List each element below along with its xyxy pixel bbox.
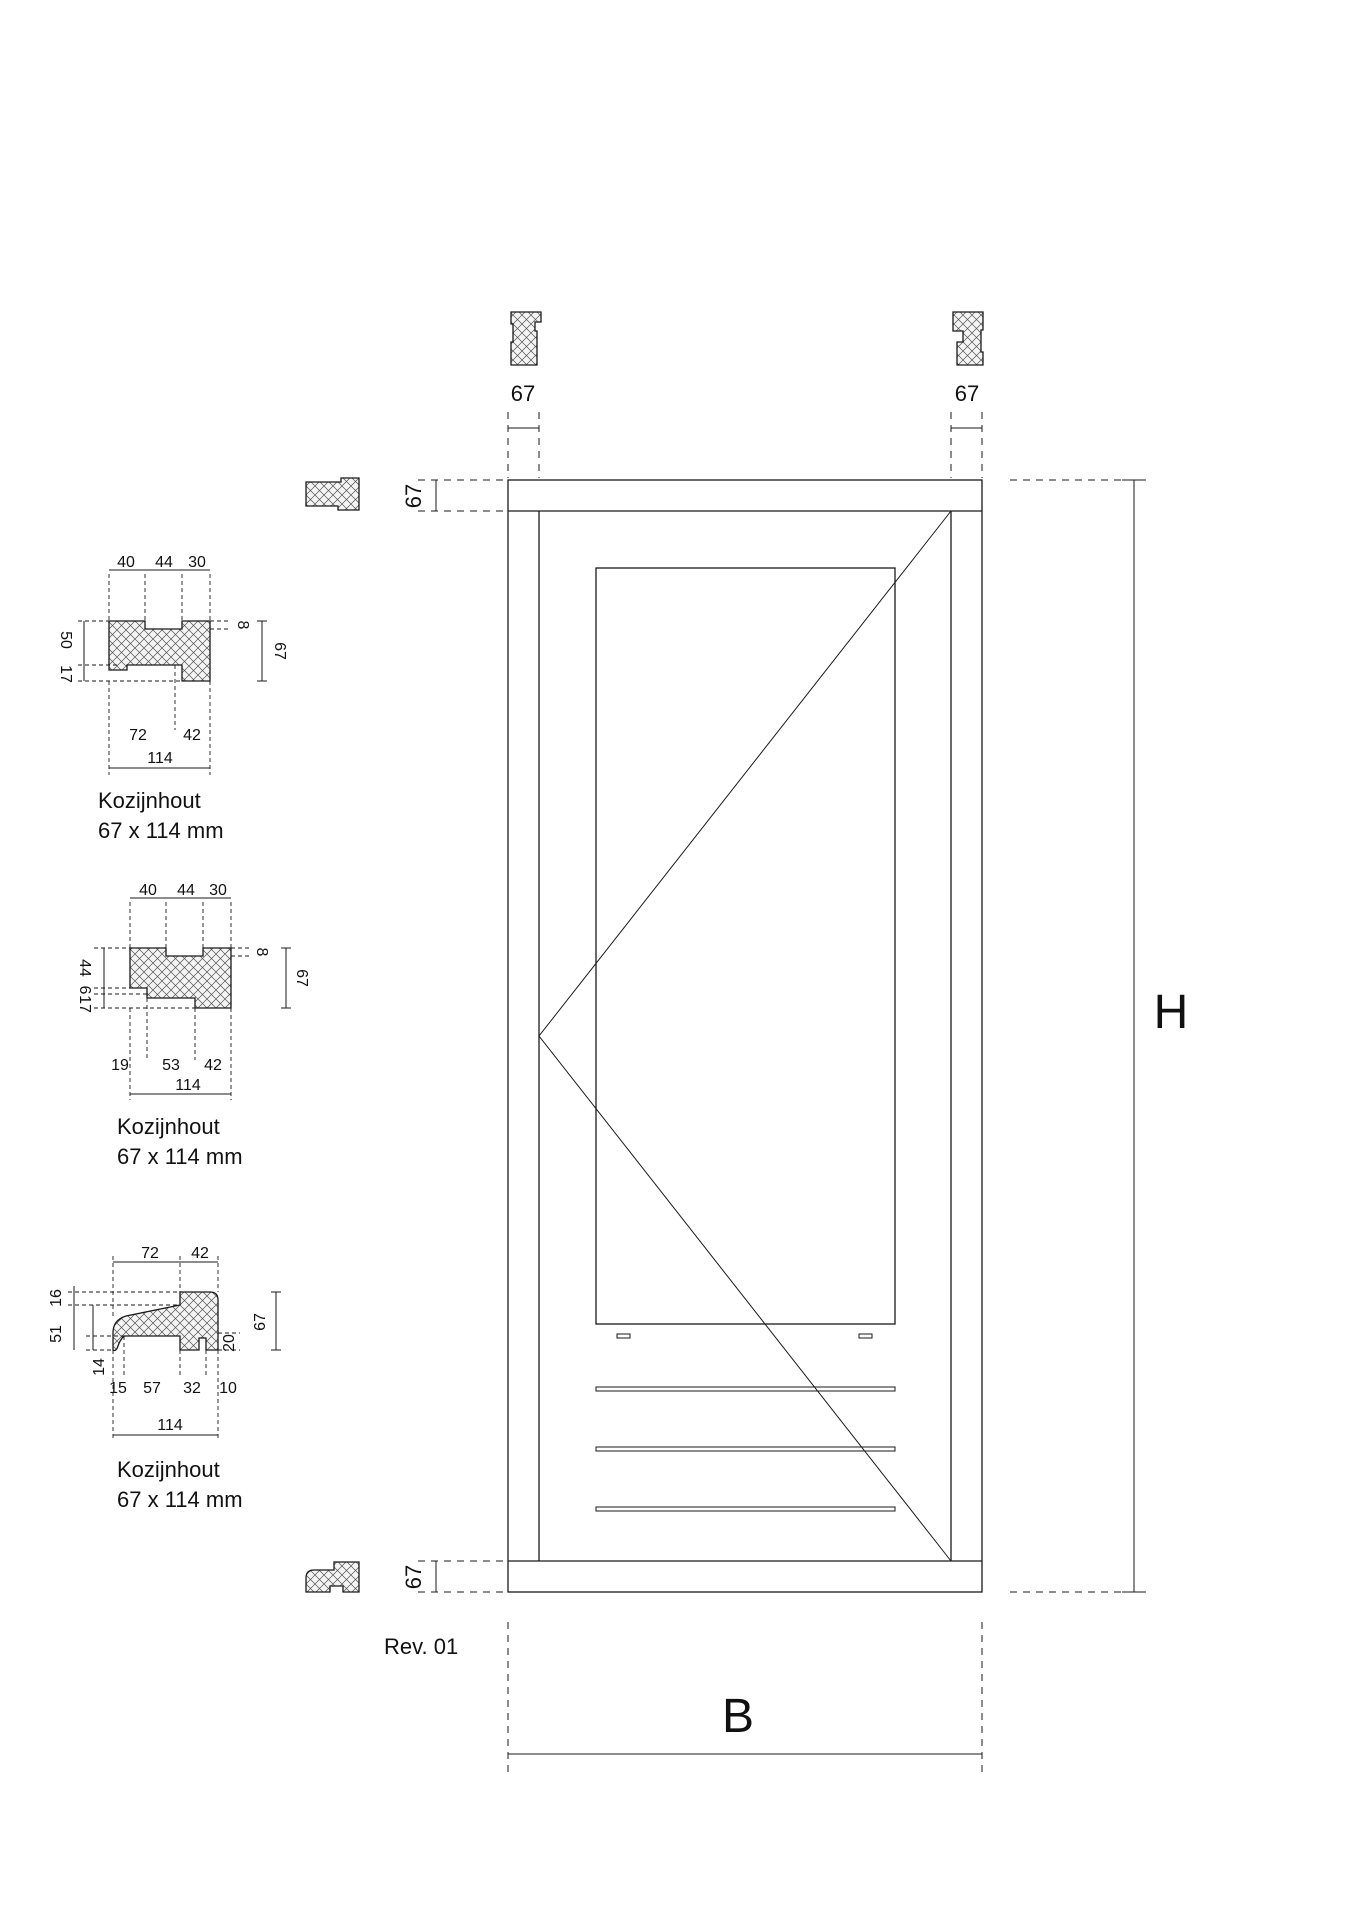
profile-2-top-dim-3: 30 [209, 882, 227, 899]
panel-groove-2 [595, 1446, 896, 1452]
profile-2-left-dim-2: 6 [76, 986, 93, 995]
profile-1-right-small-dim: 8 [234, 621, 251, 630]
jamb-left-dim-label: 67 [511, 381, 535, 406]
profile-3-bottom-dim-2: 57 [143, 1380, 161, 1397]
profile-1-height-dim: 67 [271, 642, 288, 660]
profile-section-1: 40 44 30 50 17 8 67 72 42 114 Kozijnhout… [57, 554, 288, 843]
width-label: B [722, 1690, 754, 1743]
profile-3-bottom-dim-1: 15 [109, 1380, 127, 1397]
height-dimension: H [1010, 479, 1189, 1593]
profile-2-top-dim-1: 40 [139, 882, 157, 899]
profile-1-total-dim: 114 [147, 750, 173, 767]
profile-2-left-dim-1: 44 [76, 959, 93, 977]
jamb-section-icon-right [952, 311, 984, 366]
profile-2-top-dim-2: 44 [177, 882, 195, 899]
profile-2-caption-title: Kozijnhout [117, 1114, 220, 1139]
profile-2-caption-size: 67 x 114 mm [117, 1144, 243, 1169]
height-label: H [1154, 986, 1189, 1039]
jamb-dimension-right: 67 [950, 381, 983, 478]
profile-3-bottom-dim-3: 32 [183, 1380, 201, 1397]
profile-1-top-dim-2: 44 [155, 554, 173, 571]
opening-direction-lines [538, 510, 952, 1562]
profile-3-left-dim-2: 51 [48, 1325, 65, 1343]
profile-2-right-small-dim: 8 [253, 948, 270, 957]
profile-section-2: 40 44 30 44 6 17 8 67 19 53 42 114 Kozij… [76, 882, 310, 1169]
profile-1-top-dim-3: 30 [188, 554, 206, 571]
panel-groove-3 [595, 1506, 896, 1512]
profile-2-bottom-dim-2: 53 [162, 1057, 180, 1074]
profile-3-bottom-dim-4: 10 [219, 1380, 237, 1397]
profile-2-total-dim: 114 [175, 1077, 201, 1094]
profile-3-total-dim: 114 [157, 1417, 183, 1434]
vent-slot-right [858, 1333, 873, 1339]
door-elevation [507, 479, 983, 1593]
profile-1-section [108, 620, 211, 682]
profile-2-bottom-dim-3: 42 [204, 1057, 222, 1074]
profile-2-left-dim-3: 17 [76, 995, 93, 1013]
profile-1-left-dim-2: 17 [57, 665, 74, 683]
profile-2-height-dim: 67 [293, 969, 310, 987]
profile-3-caption-title: Kozijnhout [117, 1457, 220, 1482]
vent-slot-left [616, 1333, 631, 1339]
jamb-section-icon-left [510, 311, 542, 366]
profile-3-height-dim: 67 [252, 1313, 269, 1331]
jamb-dimension-left: 67 [507, 381, 540, 478]
profile-3-caption-size: 67 x 114 mm [117, 1487, 243, 1512]
profile-1-top-dim-1: 40 [117, 554, 135, 571]
sill-dimension: 67 [401, 1560, 506, 1593]
profile-section-3: 72 42 16 51 14 20 67 15 57 32 10 114 Koz… [48, 1245, 281, 1512]
profile-3-top-dim-1: 72 [141, 1245, 159, 1262]
profile-2-bottom-dim-1: 19 [111, 1057, 129, 1074]
width-dimension: B [507, 1622, 983, 1773]
profile-2-section [129, 947, 232, 1009]
head-dimension: 67 [401, 479, 506, 512]
profile-1-bottom-dim-2: 42 [183, 727, 201, 744]
profile-3-right-small-dim: 20 [221, 1334, 238, 1352]
jamb-right-dim-label: 67 [955, 381, 979, 406]
sill-section-icon [305, 1561, 360, 1593]
glass-panel [595, 567, 896, 1325]
profile-3-left-dim-1: 16 [48, 1289, 65, 1307]
profile-3-top-dim-2: 42 [191, 1245, 209, 1262]
revision-label: Rev. 01 [384, 1634, 458, 1659]
panel-groove-1 [595, 1386, 896, 1392]
profile-3-section [112, 1291, 219, 1352]
profile-1-caption-title: Kozijnhout [98, 788, 201, 813]
profile-1-caption-size: 67 x 114 mm [98, 818, 224, 843]
head-dim-label: 67 [401, 484, 426, 508]
head-section-icon [305, 477, 360, 511]
frame-outline [507, 479, 983, 1593]
profile-1-bottom-dim-1: 72 [129, 727, 147, 744]
profile-1-left-dim-1: 50 [57, 631, 74, 649]
sill-dim-label: 67 [401, 1565, 426, 1589]
profile-3-left-dim-3: 14 [91, 1358, 108, 1376]
